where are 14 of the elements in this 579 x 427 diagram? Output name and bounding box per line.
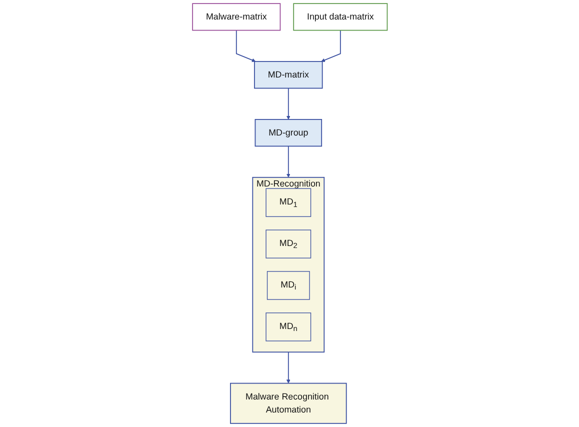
arrow [286,352,290,384]
node-box: MD-group [254,119,322,147]
arrow [286,146,290,178]
node-box: MD$_{1}$ [265,188,311,217]
node-box: Malware-matrix [192,3,280,31]
node-box: MD$_{2}$ [265,230,311,258]
arrow [236,30,256,62]
node-box: Input data-matrix [292,3,388,31]
node-box: MD-matrix [254,61,322,89]
arrow [320,30,340,62]
arrow [286,88,290,120]
node-box: Malware Recognition Automation [230,382,346,424]
node-box: MD$_{n}$ [265,312,311,342]
node-box: MD$_{i}$ [266,271,310,300]
